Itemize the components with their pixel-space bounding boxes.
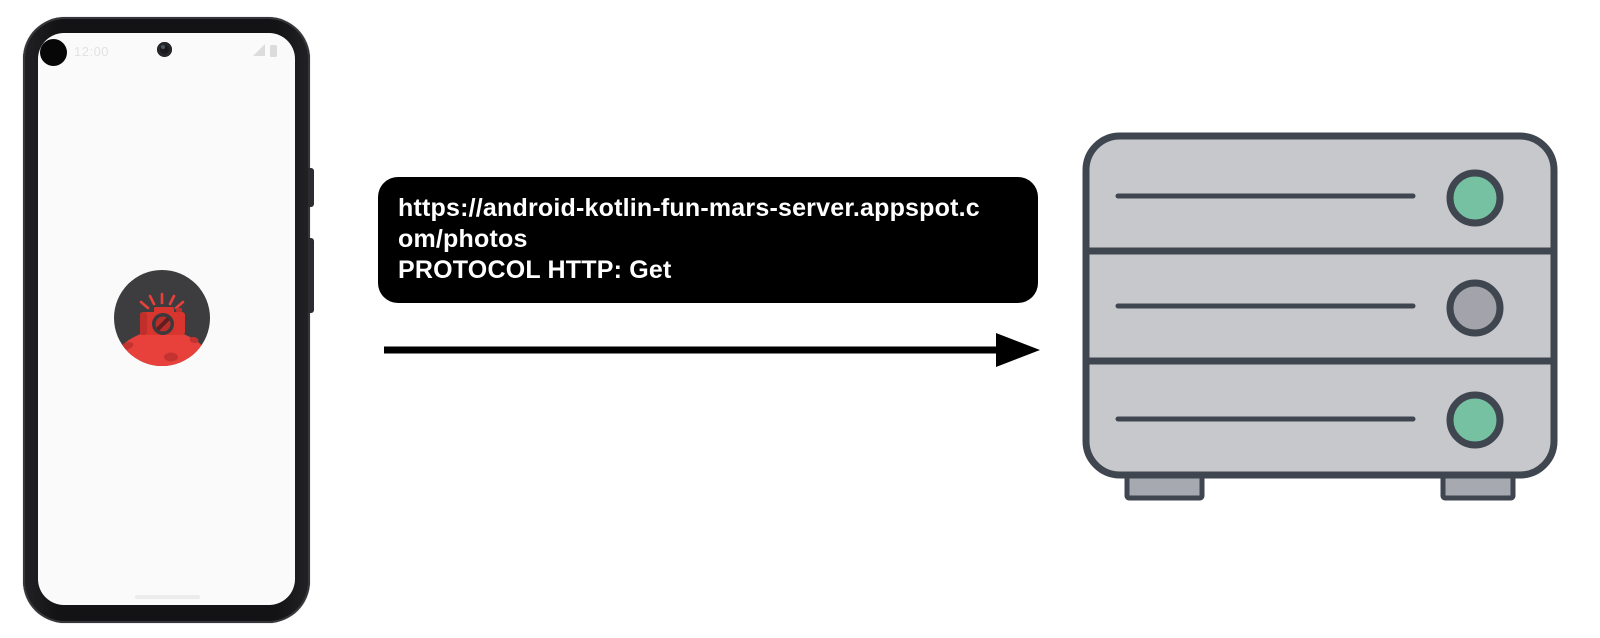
phone-screen: 12:00 [38, 33, 295, 605]
status-indicator-dot [40, 39, 67, 66]
camera-flash-rays [139, 292, 185, 310]
phone-mockup: 12:00 [23, 17, 314, 623]
mars-crater [164, 352, 178, 362]
server-indicator-light-2 [1446, 279, 1504, 337]
request-url-line-2: om/photos [398, 225, 528, 253]
server-illustration [1082, 132, 1558, 501]
front-camera-icon [157, 42, 172, 57]
request-protocol-line: PROTOCOL HTTP: Get [398, 256, 672, 284]
phone-volume-button [308, 238, 314, 313]
navigation-handle [135, 595, 200, 599]
status-time: 12:00 [74, 44, 110, 59]
request-url-line-1: https://android-kotlin-fun-mars-server.a… [398, 194, 980, 222]
mars-camera-logo [114, 270, 210, 366]
server-indicator-light-3 [1446, 391, 1504, 449]
server-indicator-light-1 [1446, 169, 1504, 227]
mars-crater [189, 336, 199, 344]
battery-icon [270, 45, 277, 57]
phone-power-button [308, 168, 314, 207]
http-request-label: https://android-kotlin-fun-mars-server.a… [378, 177, 1038, 303]
camera-icon [140, 307, 185, 335]
arrow-head-icon [996, 333, 1040, 367]
request-arrow [384, 333, 1040, 367]
status-bar-icons [253, 44, 277, 57]
signal-icon [253, 44, 265, 56]
